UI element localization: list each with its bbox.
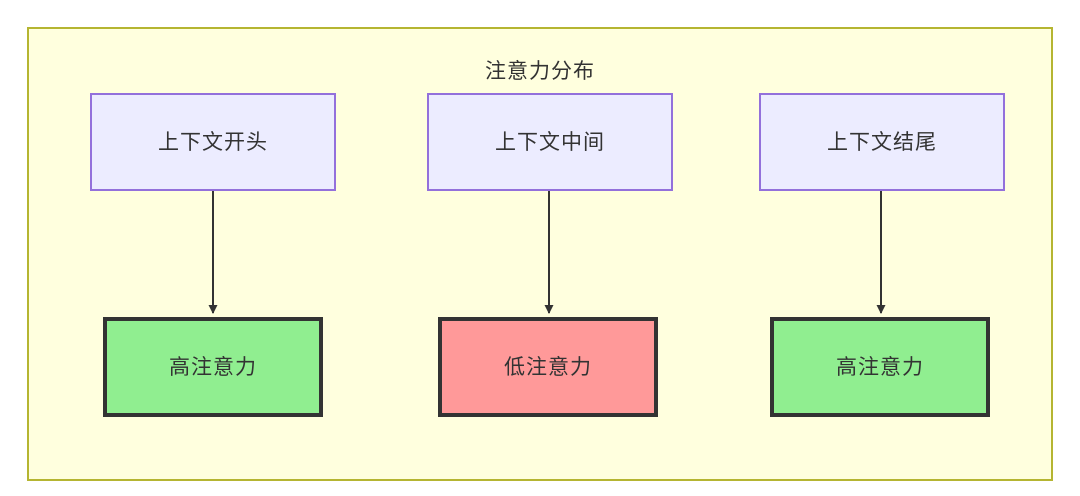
node-context-end[interactable]: 上下文结尾	[759, 93, 1005, 191]
node-outcome-low-middle-label: 低注意力	[504, 355, 592, 379]
node-outcome-high-end-label: 高注意力	[836, 355, 924, 379]
node-context-start-label: 上下文开头	[158, 130, 268, 154]
node-context-end-label: 上下文结尾	[827, 130, 937, 154]
node-outcome-high-start[interactable]: 高注意力	[103, 317, 323, 417]
node-outcome-high-end[interactable]: 高注意力	[770, 317, 990, 417]
node-outcome-low-middle[interactable]: 低注意力	[438, 317, 658, 417]
node-context-middle[interactable]: 上下文中间	[427, 93, 673, 191]
node-context-middle-label: 上下文中间	[495, 130, 605, 154]
subgraph-title: 注意力分布	[485, 60, 595, 83]
node-outcome-high-start-label: 高注意力	[169, 355, 257, 379]
node-context-start[interactable]: 上下文开头	[90, 93, 336, 191]
